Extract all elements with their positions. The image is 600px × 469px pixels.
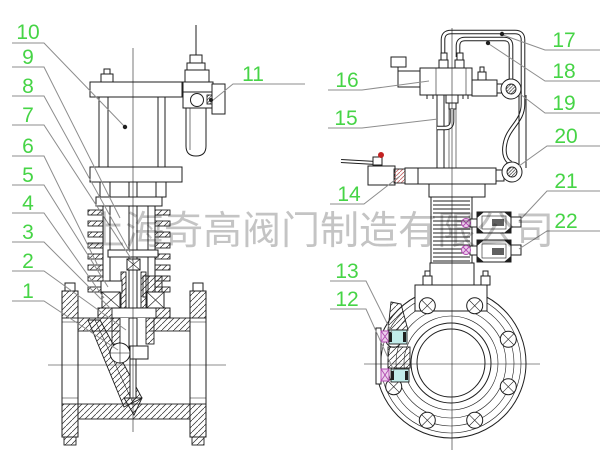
pilot-block: [471, 79, 498, 97]
proximity-sensor-assembly: [375, 301, 411, 385]
solenoid-connector: [390, 56, 407, 68]
callout-2: 2: [12, 250, 127, 331]
svg-text:18: 18: [552, 60, 575, 83]
callout-22: 22: [518, 210, 600, 250]
svg-text:5: 5: [22, 164, 34, 187]
callout-16: 16: [328, 69, 430, 92]
callout-11: 11: [209, 63, 305, 102]
filter-sight-circle: [190, 93, 204, 107]
ball-valve-pivot: [372, 156, 383, 166]
air-filter-unit: [182, 25, 226, 157]
svg-text:13: 13: [335, 260, 358, 283]
svg-text:21: 21: [554, 170, 577, 193]
ball-valve-body: [367, 165, 396, 186]
bracket-bolts: [422, 270, 491, 286]
outlet-flange: [189, 282, 207, 446]
ball-valve-red-dot: [378, 152, 384, 158]
svg-text:2: 2: [22, 250, 34, 273]
svg-text:14: 14: [337, 183, 361, 206]
callout-15: 15: [328, 107, 439, 130]
svg-text:6: 6: [22, 135, 34, 158]
svg-text:4: 4: [22, 192, 34, 215]
air-pipe-inner: [455, 36, 514, 79]
limit-switch-box-2: [469, 239, 522, 263]
sensor-bracket-bar: [375, 327, 382, 385]
svg-text:1: 1: [22, 280, 34, 303]
company-watermark: 上海奇高阀门制造有限公司: [86, 209, 555, 254]
svg-text:17: 17: [552, 29, 575, 52]
callout-12: 12: [330, 288, 395, 372]
callouts: 10 9 8 7 6 5 4 3 2 1 11 16 15 14 13 12 1…: [12, 21, 600, 372]
stem-guide-block: [129, 345, 149, 360]
svg-text:15: 15: [334, 107, 357, 130]
air-pipe-outer: [440, 29, 526, 166]
limit-switch-box-1: [469, 211, 522, 234]
callout-7: 7: [12, 104, 135, 264]
top-plate-bolt: [100, 73, 114, 83]
callout-14: 14: [330, 175, 401, 206]
cylinder-side-walls: [436, 95, 527, 168]
inlet-flange: [61, 282, 79, 446]
svg-text:12: 12: [335, 288, 358, 311]
cooling-fins-right: [154, 209, 171, 293]
callout-3: 3: [12, 221, 113, 311]
svg-text:3: 3: [22, 221, 34, 244]
svg-text:7: 7: [22, 104, 34, 127]
svg-text:9: 9: [22, 46, 34, 69]
callout-9: 9: [12, 46, 121, 219]
filter-bowl: [185, 107, 207, 157]
callout-20: 20: [518, 125, 600, 167]
svg-text:19: 19: [552, 92, 575, 115]
callout-6: 6: [12, 135, 102, 273]
callout-18: 18: [485, 40, 600, 83]
actuator-top-plate: [89, 81, 183, 98]
svg-text:11: 11: [242, 63, 264, 86]
callout-10: 10: [12, 21, 128, 130]
callout-13: 13: [330, 260, 393, 334]
svg-text:16: 16: [335, 69, 358, 92]
svg-text:20: 20: [554, 125, 577, 148]
body-bottom-wall: [77, 403, 191, 420]
actuator-cylinder-body: [98, 96, 166, 168]
valve-body: [77, 317, 191, 420]
svg-text:10: 10: [16, 21, 39, 44]
callout-19: 19: [519, 92, 600, 115]
callout-5: 5: [12, 164, 109, 288]
callout-4: 4: [12, 192, 105, 299]
callout-8: 8: [12, 75, 131, 253]
actuator-base-plate: [417, 167, 497, 185]
callout-17: 17: [499, 29, 600, 52]
callout-21: 21: [518, 170, 600, 222]
callout-1: 1: [12, 280, 119, 351]
actuator-bottom-plate: [89, 166, 183, 183]
svg-text:8: 8: [22, 75, 34, 98]
svg-text:22: 22: [554, 210, 577, 233]
ball-valve: [340, 152, 419, 186]
